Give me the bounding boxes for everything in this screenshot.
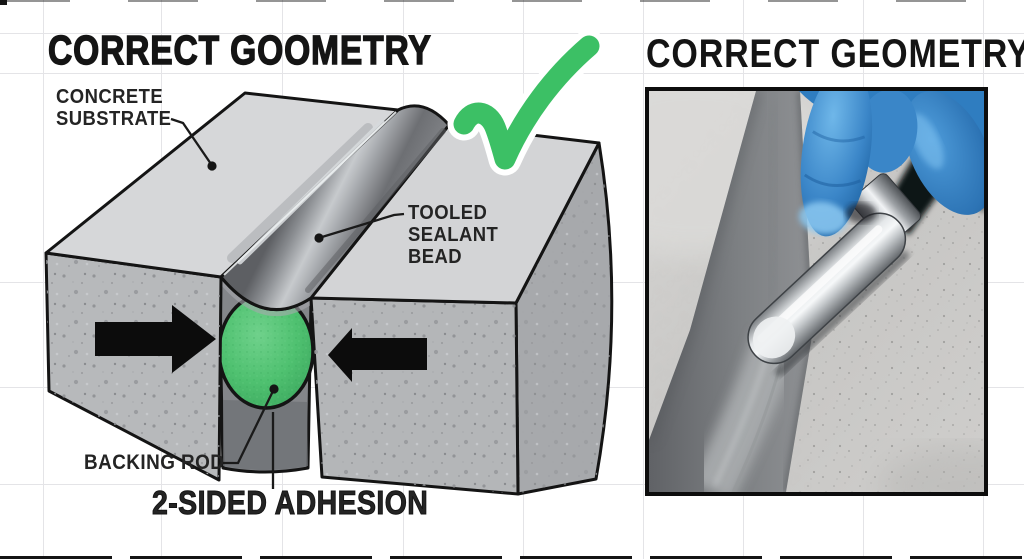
label-backing-rod: BACKING ROD — [84, 451, 225, 474]
leader-dots — [207, 161, 324, 394]
leader-lines — [170, 117, 405, 489]
leader-backing-rod — [221, 390, 275, 465]
cropped-corner-mark — [0, 0, 7, 5]
sealant-tooling-photo — [544, 65, 1024, 526]
right-concrete-block — [309, 123, 614, 496]
glove-index-finger — [799, 65, 873, 237]
joint-cross-section-diagram — [44, 29, 614, 496]
grid-line — [0, 33, 1024, 34]
label-2-sided-adhesion: 2-SIDED ADHESION — [152, 485, 429, 522]
grid-line — [643, 0, 644, 559]
label-tooled-sealant-bead: TOOLED SEALANT BEAD — [408, 202, 498, 268]
leader-concrete-substrate — [170, 117, 212, 165]
label-line: SEALANT — [408, 222, 499, 246]
left-panel-title: CORRECT GOOMETRY — [47, 26, 432, 73]
leader-tooled-sealant — [321, 212, 405, 239]
glove-knuckle — [856, 89, 918, 173]
grid-line — [43, 0, 44, 559]
sealant-channel — [219, 104, 451, 312]
meniscus-highlight — [219, 279, 313, 317]
glove-thumb — [904, 91, 994, 215]
photo-illustration — [544, 65, 1024, 526]
spatula-blade — [747, 212, 910, 377]
compression-arrow-left — [95, 305, 216, 373]
cropped-bottom-border — [0, 556, 1024, 559]
grid-line — [0, 73, 1024, 74]
cropped-top-border — [0, 0, 1024, 2]
label-line: SUBSTRATE — [56, 106, 172, 130]
label-line: CONCRETE — [56, 85, 164, 108]
label-line: BEAD — [408, 244, 463, 268]
label-line: TOOLED — [408, 201, 488, 224]
right-panel-title: CORRECT GEOMETRY — [646, 32, 1024, 76]
checkmark-icon — [447, 29, 606, 176]
finger-shadow — [846, 203, 876, 223]
label-concrete-substrate: CONCRETE SUBSTRATE — [56, 86, 171, 130]
compression-arrow-right — [328, 328, 427, 382]
